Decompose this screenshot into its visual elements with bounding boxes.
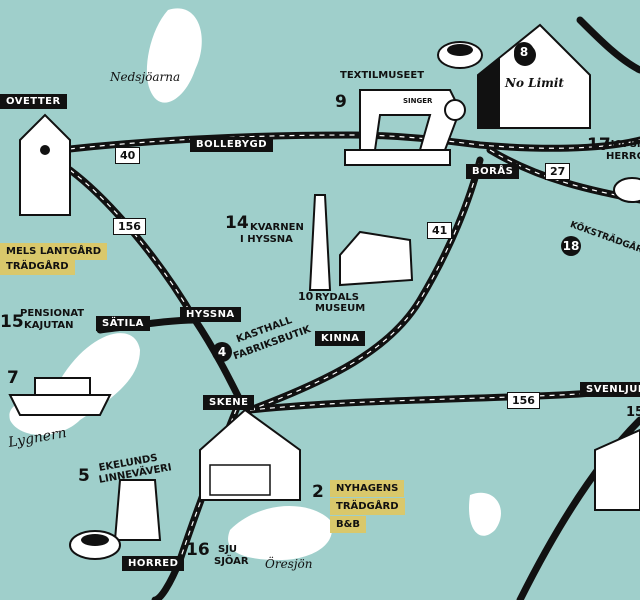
poi-16-number: 16 <box>186 540 210 560</box>
place-satila: SÄTILA <box>96 316 150 331</box>
road-number-156-east: 156 <box>507 392 540 409</box>
place-skene: SKENE <box>203 395 255 410</box>
poi-14-number: 14 <box>225 213 249 233</box>
place-kinna: KINNA <box>315 331 366 346</box>
place-boras: BORÅS <box>466 164 520 179</box>
road-number-156-west: 156 <box>113 218 146 235</box>
road-number-41: 41 <box>427 222 453 239</box>
road-number-40: 40 <box>115 147 141 164</box>
svenljunga-building-icon <box>594 428 640 511</box>
road-hyssna-skene <box>191 316 244 404</box>
lake-oresjon: Öresjön <box>265 557 313 571</box>
thread-spool-icon <box>113 479 162 541</box>
poi-17-name-2: HERRG <box>606 151 640 162</box>
farm-name-2: TRÄDGÅRD <box>0 258 75 275</box>
poi-2-number: 2 <box>312 482 324 502</box>
coffee-cup-icon-3 <box>613 177 640 203</box>
farm-name-1: MELS LANTGÅRD <box>0 243 108 260</box>
road-northeast <box>576 16 640 74</box>
poi-4-number: 4 <box>212 342 232 362</box>
place-hyssna: HYSSNA <box>180 307 241 322</box>
poi-2-name-2: TRÄDGÅRD <box>330 498 405 515</box>
place-horred: HORRED <box>122 556 185 571</box>
poi-8-name: No Limit <box>505 76 564 90</box>
poi-2-name-1: NYHAGENS <box>330 480 405 497</box>
poi-15-number: 15 <box>0 312 24 332</box>
small-lake-shape <box>469 492 501 536</box>
poi-15-name-2: KAJUTAN <box>24 320 74 331</box>
boat-icon <box>8 377 112 416</box>
road-41 <box>246 156 484 414</box>
poi-5-number: 5 <box>78 466 90 486</box>
poi-15-name-1: PENSIONAT <box>20 308 85 319</box>
nyhagens-building-icon <box>199 408 301 501</box>
poi-7-number: 7 <box>7 368 19 388</box>
poi-16-name-2: SJÖAR <box>214 556 249 567</box>
poi-8-number: 8 <box>514 42 534 62</box>
poi-18-number: 18 <box>561 236 581 256</box>
place-svenljunga: SVENLJUN <box>580 382 640 397</box>
poi-15-right-number: 15 <box>626 405 640 420</box>
lake-nedsjoarna: Nedsjöarna <box>110 70 181 84</box>
poi-14-name-1: KVARNEN <box>250 222 304 233</box>
poi-17-name-1: HOFSN <box>606 139 640 150</box>
poi-9-brand: SINGER <box>403 97 433 105</box>
place-hovetter: OVETTER <box>0 94 67 109</box>
poi-9-name: TEXTILMUSEET <box>340 70 425 81</box>
birdhouse-icon <box>19 113 71 216</box>
lake-nedsjoarna-shape <box>146 8 202 103</box>
sewing-machine-icon <box>344 89 466 166</box>
poi-2-name-3: B&B <box>330 516 366 533</box>
poi-16-name-1: SJU <box>218 544 238 555</box>
poi-10-name-2: MUSEUM <box>315 303 366 314</box>
coffee-cup-icon <box>437 41 483 69</box>
road-number-27: 27 <box>545 163 571 180</box>
lake-oresjon-shape <box>228 506 332 560</box>
poi-10-number: 10 <box>298 290 314 303</box>
poi-17-number: 17 <box>587 135 611 155</box>
poi-10-name-1: RYDALS <box>315 292 360 303</box>
poi-14-name-2: I HYSSNA <box>240 234 293 245</box>
coffee-cup-icon-2 <box>69 530 121 560</box>
place-bollebygd: BOLLEBYGD <box>190 137 274 152</box>
poi-9-number: 9 <box>335 92 347 112</box>
rydals-museum-icon <box>308 194 414 291</box>
